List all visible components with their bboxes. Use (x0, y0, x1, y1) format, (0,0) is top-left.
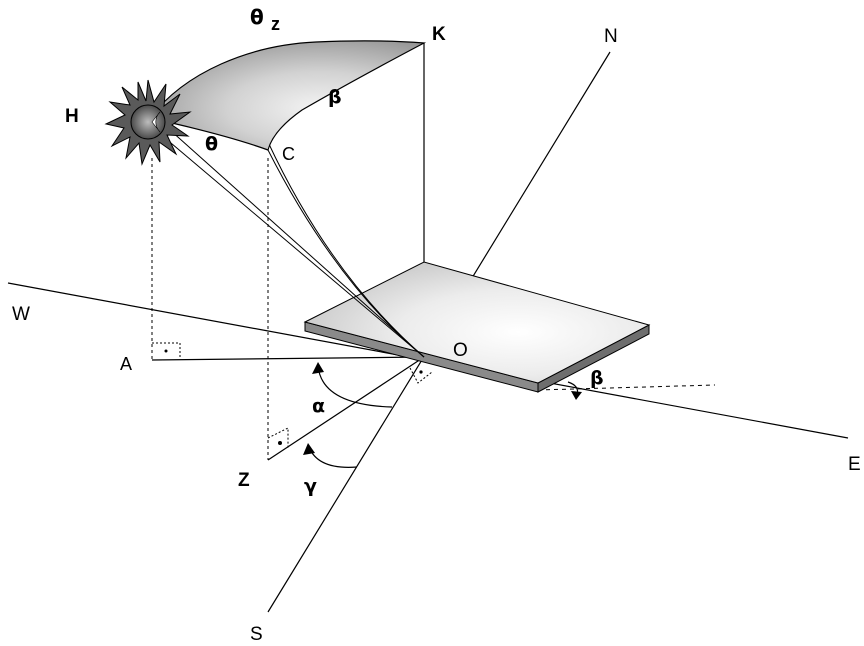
label-E: E (848, 454, 861, 475)
label-K: K (432, 24, 446, 45)
label-gamma: γ (304, 475, 317, 497)
label-S: S (250, 624, 263, 645)
tilt-reference-line (537, 384, 716, 391)
ray-O-H (169, 129, 425, 358)
label-alpha: α (312, 395, 325, 417)
label-theta: θ (205, 133, 218, 155)
right-angle-marker-A (152, 342, 181, 359)
label-O: O (453, 340, 468, 361)
label-A: A (120, 354, 132, 374)
sun-icon (104, 79, 192, 166)
ray-O-H-2 (164, 137, 425, 358)
right-angle-marker-Z (267, 427, 289, 448)
right-angle-marker-O-ground (409, 367, 433, 384)
alpha-arrowhead (312, 362, 324, 374)
solar-panel (303, 261, 651, 384)
label-W: W (12, 304, 30, 325)
label-N: N (604, 26, 618, 47)
label-Z: Z (238, 470, 250, 491)
alpha-arc (317, 365, 393, 408)
beta-arrowhead (571, 391, 582, 400)
label-H: H (65, 106, 79, 127)
label-beta-top: β (328, 86, 342, 108)
gamma-arrowhead (303, 443, 315, 455)
label-theta-z-sub: z (271, 14, 280, 34)
line-Z-O (267, 356, 425, 461)
celestial-dome (148, 40, 427, 151)
label-theta-z: θ (250, 5, 264, 29)
right-angle-dot-Z (278, 441, 282, 445)
label-beta-right: β (590, 367, 604, 389)
right-angle-dot-O-ground (419, 370, 423, 374)
gamma-arc (308, 446, 358, 468)
label-C: C (282, 144, 295, 164)
arc-C-O-2 (267, 149, 425, 358)
line-A-O (151, 356, 425, 361)
right-angle-dot-A (164, 349, 168, 353)
